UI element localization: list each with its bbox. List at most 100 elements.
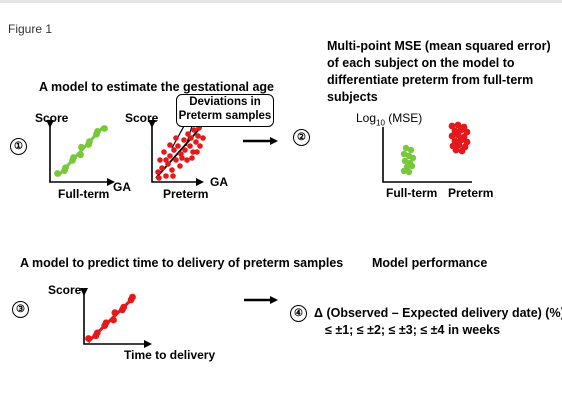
step-4-label: ④	[294, 308, 303, 319]
mse-fullterm-point	[409, 154, 417, 162]
preterm-point	[163, 173, 169, 179]
delivery-point	[111, 309, 119, 317]
step-1-label: ①	[14, 141, 23, 152]
delivery-model-title: A model to predict time to delivery of p…	[20, 256, 344, 270]
step-2-label: ②	[297, 132, 306, 143]
delivery-plot: Score Time to delivery	[48, 283, 215, 362]
preterm-point	[156, 175, 162, 181]
preterm-point	[187, 143, 193, 149]
delivery-xlabel: Time to delivery	[124, 348, 215, 362]
preterm-point	[173, 157, 179, 163]
mse-xlabel-preterm: Preterm	[448, 186, 493, 200]
fullterm-point	[62, 164, 69, 172]
fullterm-point	[78, 143, 85, 151]
mse-panel-title: Multi-point MSE (mean squared error) of …	[327, 39, 551, 104]
fullterm-points	[54, 125, 108, 177]
mse-preterm-point	[458, 147, 466, 155]
fullterm-ylabel: Score	[35, 111, 69, 125]
fullterm-xlabel: GA	[113, 180, 131, 194]
mse-ylabel: Log10 (MSE)	[356, 111, 422, 127]
delivery-ylabel: Score	[48, 283, 82, 297]
preterm-point	[200, 135, 206, 141]
preterm-point	[182, 147, 188, 153]
preterm-point	[163, 157, 169, 163]
performance-thresholds: ≤ ±1; ≤ ±2; ≤ ±3; ≤ ±4 in weeks	[325, 323, 501, 337]
mse-fullterm-points	[400, 144, 417, 176]
preterm-point	[195, 133, 201, 139]
preterm-ylabel: Score	[125, 111, 159, 125]
fullterm-caption: Full-term	[58, 187, 109, 201]
preterm-point	[177, 163, 183, 169]
preterm-point	[184, 157, 190, 163]
mse-fullterm-point	[401, 157, 409, 165]
preterm-point	[181, 137, 187, 143]
preterm-point	[188, 135, 194, 141]
callout-line-1: Deviations in	[189, 96, 261, 108]
mse-fullterm-point	[400, 167, 408, 175]
mse-ylabel-prefix: Log	[356, 111, 377, 125]
mse-fullterm-point	[402, 144, 410, 152]
delivery-point	[120, 303, 128, 311]
preterm-point	[173, 135, 179, 141]
preterm-point	[185, 131, 191, 137]
delivery-point	[93, 329, 101, 337]
mse-preterm-point	[463, 128, 471, 136]
fullterm-point	[94, 127, 101, 135]
mse-ylabel-suffix: (MSE)	[384, 111, 423, 125]
mse-fullterm-point	[408, 162, 416, 170]
delivery-axes	[80, 288, 152, 348]
mse-axes	[382, 127, 472, 183]
preterm-point	[175, 143, 181, 149]
callout-line-2: Preterm samples	[178, 110, 272, 122]
figure-label: Figure 1	[8, 22, 53, 36]
mse-fullterm-point	[405, 168, 413, 176]
preterm-point	[194, 149, 200, 155]
preterm-point	[171, 147, 177, 153]
mse-xlabel-fullterm: Full-term	[386, 186, 437, 200]
step-4-marker: ④	[290, 305, 307, 322]
mse-preterm-point	[448, 122, 456, 130]
fullterm-point	[101, 125, 108, 132]
step-3-label: ③	[16, 304, 25, 315]
fullterm-axes	[46, 120, 115, 186]
mse-preterm-point	[457, 126, 465, 134]
fullterm-point	[70, 154, 77, 161]
delivery-points	[85, 293, 136, 342]
performance-metric: Δ (Observed – Expected delivery date) (%…	[314, 306, 562, 320]
preterm-point	[189, 155, 195, 161]
fullterm-point	[77, 151, 84, 159]
gestational-model-title: A model to estimate the gestational age	[39, 80, 275, 94]
fullterm-point	[86, 138, 93, 145]
preterm-axes	[148, 120, 204, 186]
mse-plot: Full-term Preterm	[382, 121, 493, 200]
delivery-point	[85, 335, 92, 342]
preterm-point	[161, 149, 167, 155]
preterm-point	[193, 139, 199, 145]
mse-ylabel-subscript: 10	[376, 118, 385, 128]
preterm-point	[170, 173, 176, 179]
preterm-caption: Preterm	[163, 187, 208, 201]
delivery-point	[129, 293, 136, 301]
mse-preterm-point	[454, 131, 462, 139]
preterm-points	[155, 125, 206, 181]
preterm-point	[197, 143, 203, 149]
preterm-point	[157, 157, 163, 163]
mse-fullterm-point	[407, 146, 415, 154]
preterm-point	[169, 167, 175, 173]
mse-preterm-point	[454, 121, 462, 129]
step-3-marker: ③	[12, 301, 29, 318]
preterm-point	[159, 165, 165, 171]
preterm-plot: Score GA Preterm	[125, 111, 228, 201]
step-1-marker: ①	[10, 138, 27, 155]
mse-preterm-points	[448, 121, 471, 155]
mse-fullterm-point	[400, 150, 408, 158]
top-border	[0, 0, 562, 3]
mse-preterm-point	[455, 141, 463, 149]
preterm-point	[191, 127, 197, 133]
step-2-marker: ②	[293, 129, 310, 146]
preterm-xlabel: GA	[210, 175, 228, 189]
performance-title: Model performance	[372, 256, 488, 270]
preterm-point	[155, 169, 161, 175]
preterm-point	[179, 155, 185, 161]
